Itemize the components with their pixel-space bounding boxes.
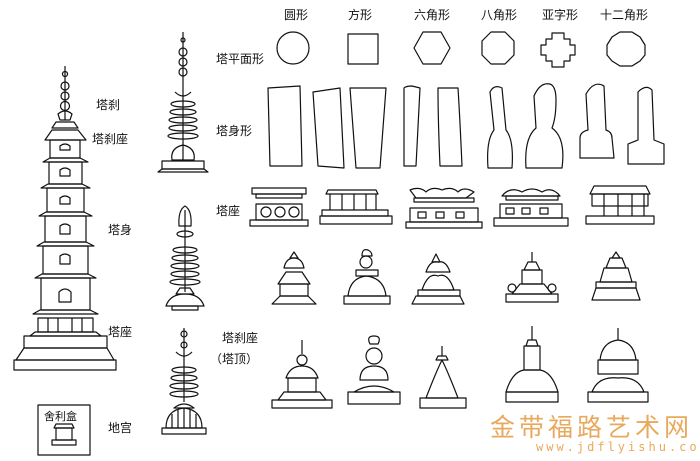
pagoda-illustration — [13, 66, 117, 456]
watermark-url: www.jdflyishu.com — [536, 440, 700, 454]
row-label-body: 塔身形 — [216, 124, 253, 138]
pedestal-row — [249, 185, 655, 229]
cross-plan-shape — [540, 32, 576, 68]
finial-illustration-1 — [157, 32, 209, 173]
part-label-body: 塔身 — [108, 223, 133, 237]
column-header-cross: 亚字形 — [542, 8, 579, 22]
row-label-finial-base: 塔刹座 — [222, 331, 259, 345]
column-header-square: 方形 — [348, 8, 373, 22]
column-header-hexagon: 六角形 — [414, 8, 451, 22]
row-label-base: 塔座 — [216, 204, 241, 218]
round-plan-shape — [276, 31, 310, 65]
finial-illustration-2 — [165, 205, 205, 311]
hexagon-plan-shape — [413, 31, 451, 65]
square-plan-shape — [347, 33, 379, 65]
part-label-base: 塔座 — [108, 325, 133, 339]
stupa-row — [271, 249, 641, 305]
column-header-round: 圆形 — [284, 8, 309, 22]
column-header-dodecagon: 十二角形 — [600, 8, 649, 22]
octagon-plan-shape — [481, 31, 515, 65]
part-label-finial: 塔刹 — [96, 98, 121, 112]
body-shapes-row — [267, 83, 665, 169]
part-label-reliquary: 舍利盒 — [44, 410, 77, 423]
plan-shapes-row — [276, 31, 646, 68]
part-label-crypt: 地宫 — [108, 421, 133, 435]
watermark-title: 金带福路艺术网 — [490, 413, 694, 442]
dodecagon-plan-shape — [606, 31, 646, 67]
finial-illustration-3 — [161, 328, 207, 435]
row-label-finial-base-note: （塔顶） — [210, 352, 259, 366]
finial-top-row — [271, 326, 649, 409]
row-label-plan: 塔平面形 — [216, 52, 265, 66]
column-header-octagon: 八角形 — [481, 8, 518, 22]
part-label-finial-base: 塔刹座 — [92, 132, 129, 146]
